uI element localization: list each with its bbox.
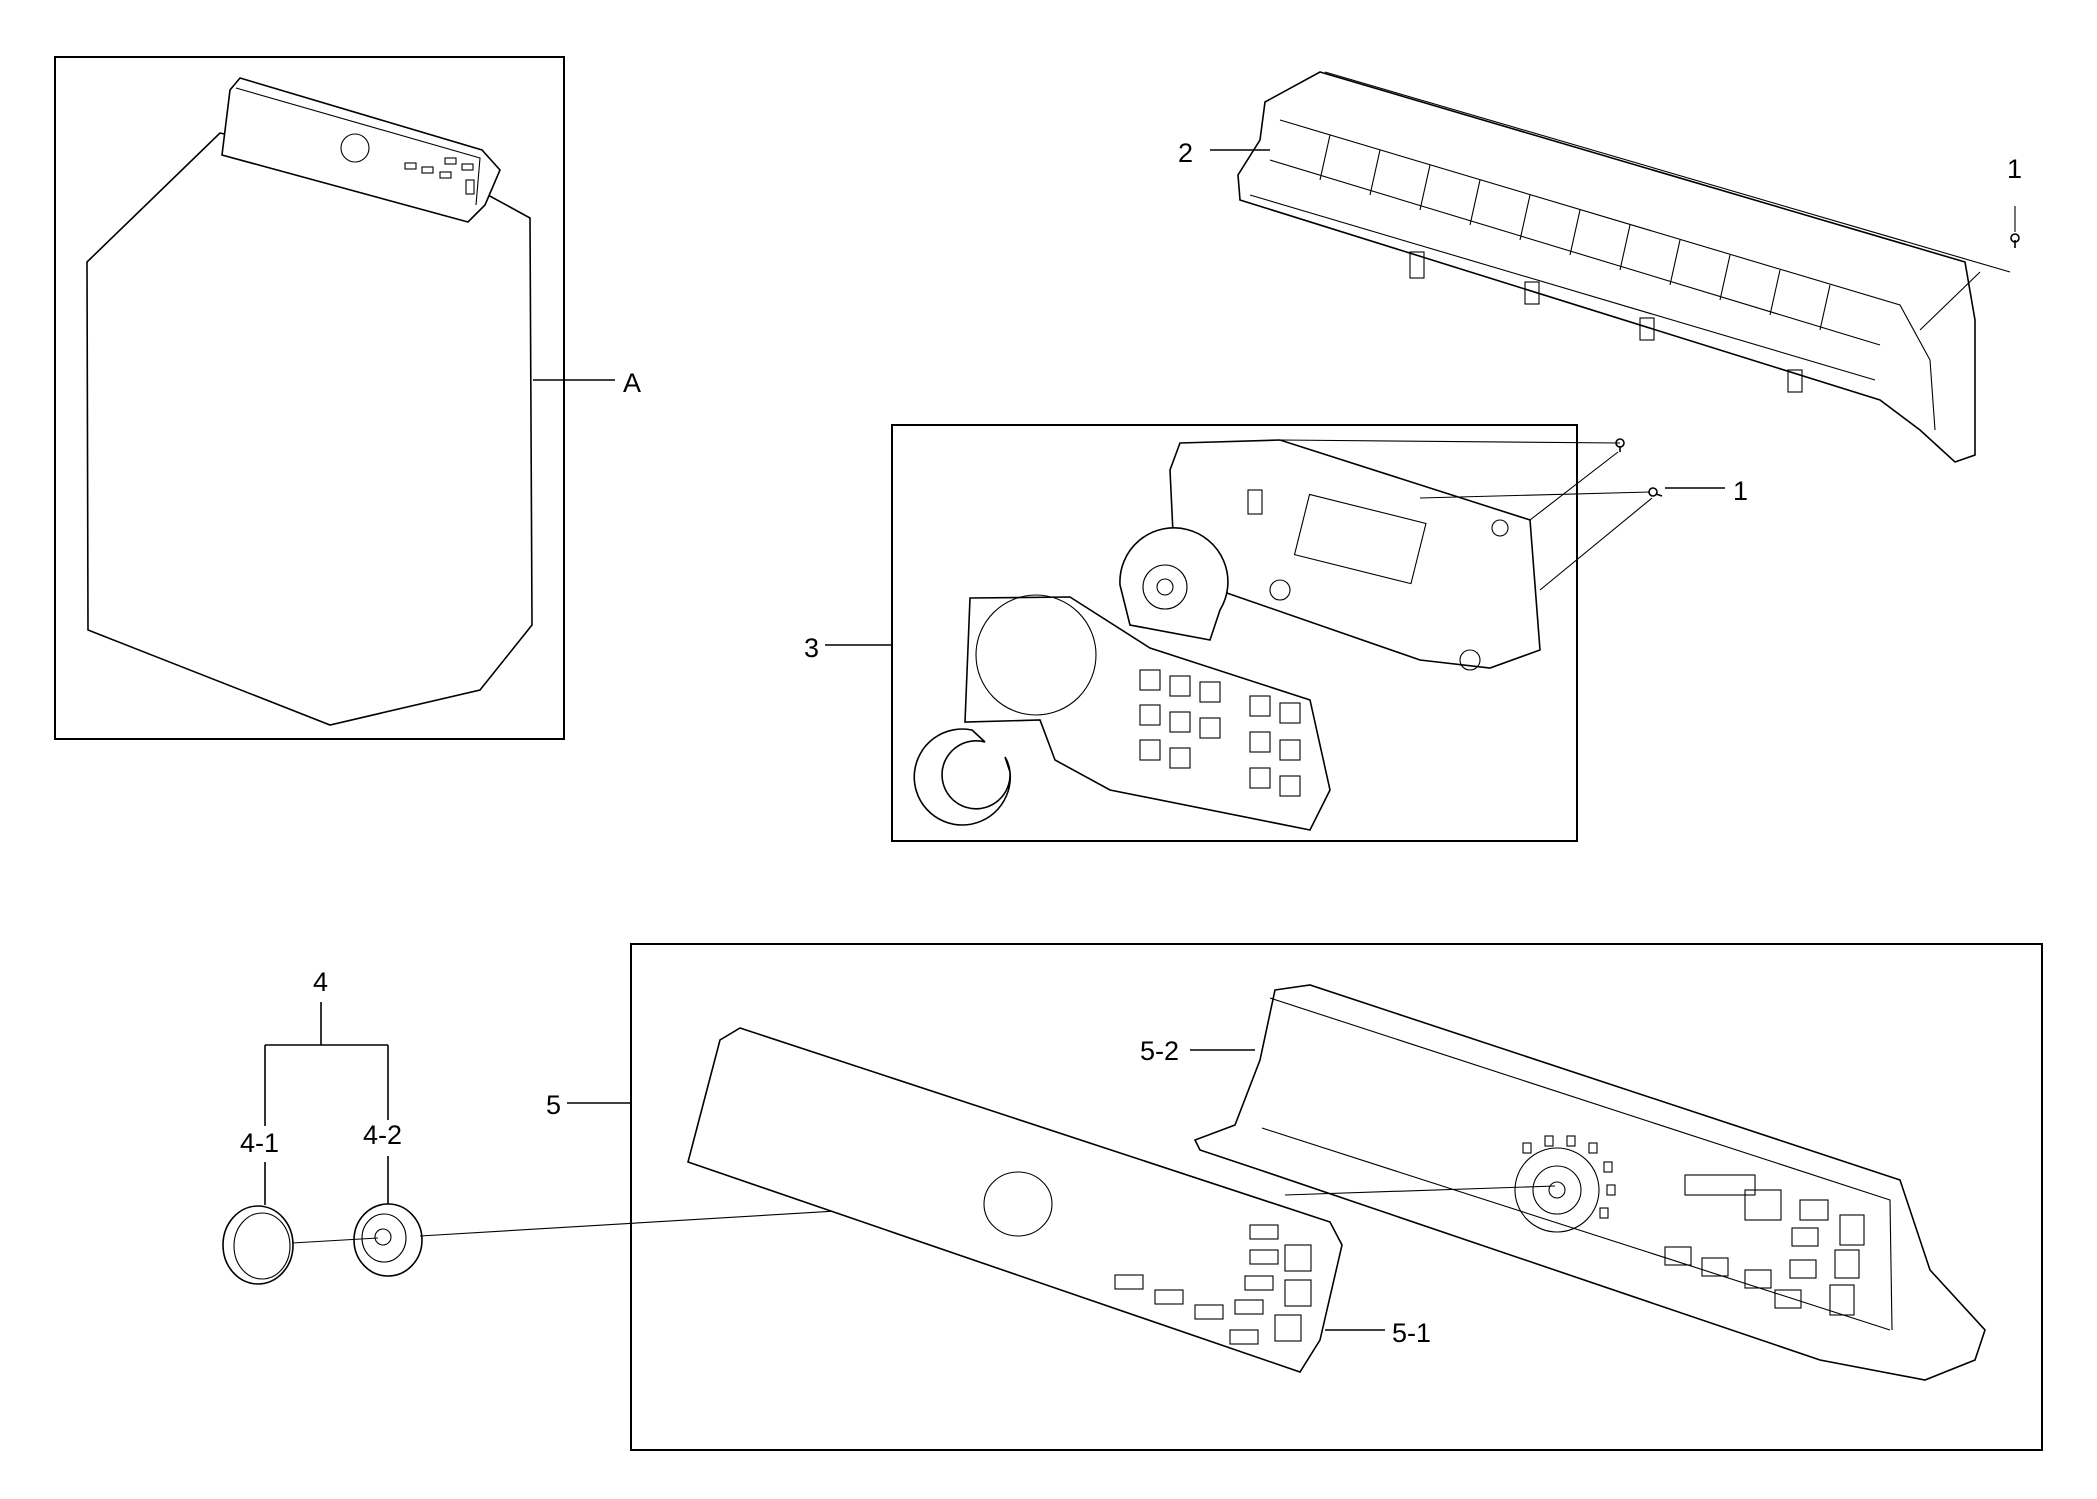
- panel-frame: [1193, 984, 1986, 1381]
- pcb-assembly-group: 1 3: [804, 424, 1748, 842]
- encoder-ring: [1119, 527, 1229, 641]
- washer-cabinet: [86, 132, 533, 726]
- frame-buttons: [1664, 1174, 1865, 1316]
- label-control-panel-assembly: 5: [546, 1090, 561, 1120]
- screw-pcb-upper: [1615, 438, 1625, 452]
- label-screw-pcb: 1: [1733, 476, 1748, 506]
- label-knob-cap: 4-1: [240, 1128, 279, 1158]
- control-frame-group: 1 2: [1178, 71, 2022, 463]
- panel-overlay: [687, 1027, 1343, 1373]
- c-ring-clip: [913, 728, 1012, 826]
- overlay-knob-hole: [983, 1171, 1053, 1237]
- label-screw-top: 1: [2007, 154, 2022, 184]
- main-pcb-board: [1169, 439, 1541, 669]
- sub-pcb-board: [964, 596, 1331, 831]
- screw-pcb-lower: [1648, 487, 1663, 497]
- frame-dial: [1514, 1135, 1616, 1233]
- knob-base: [353, 1203, 423, 1277]
- washer-control-panel: [221, 77, 501, 223]
- label-panel-overlay: 5-1: [1392, 1318, 1431, 1348]
- label-knob-base: 4-2: [363, 1120, 402, 1150]
- screw-top: [2010, 233, 2020, 248]
- label-control-frame: 2: [1178, 138, 1193, 168]
- knob-cap: [222, 1205, 294, 1285]
- pcb-assembly-box: [891, 424, 1578, 842]
- label-knob-assembly: 4: [313, 967, 328, 997]
- overlay-buttons: [1114, 1224, 1312, 1345]
- control-panel-assembly-group: 5 5-1: [546, 943, 2043, 1451]
- control-panel-box: [630, 943, 2043, 1451]
- label-a: A: [623, 368, 641, 398]
- control-frame: [1237, 71, 1976, 463]
- assembly-a-group: A: [54, 56, 641, 740]
- assembly-a-box: [54, 56, 565, 740]
- label-panel-frame: 5-2: [1140, 1036, 1179, 1066]
- sub-pcb-buttons: [1139, 669, 1301, 797]
- label-pcb-assembly: 3: [804, 633, 819, 663]
